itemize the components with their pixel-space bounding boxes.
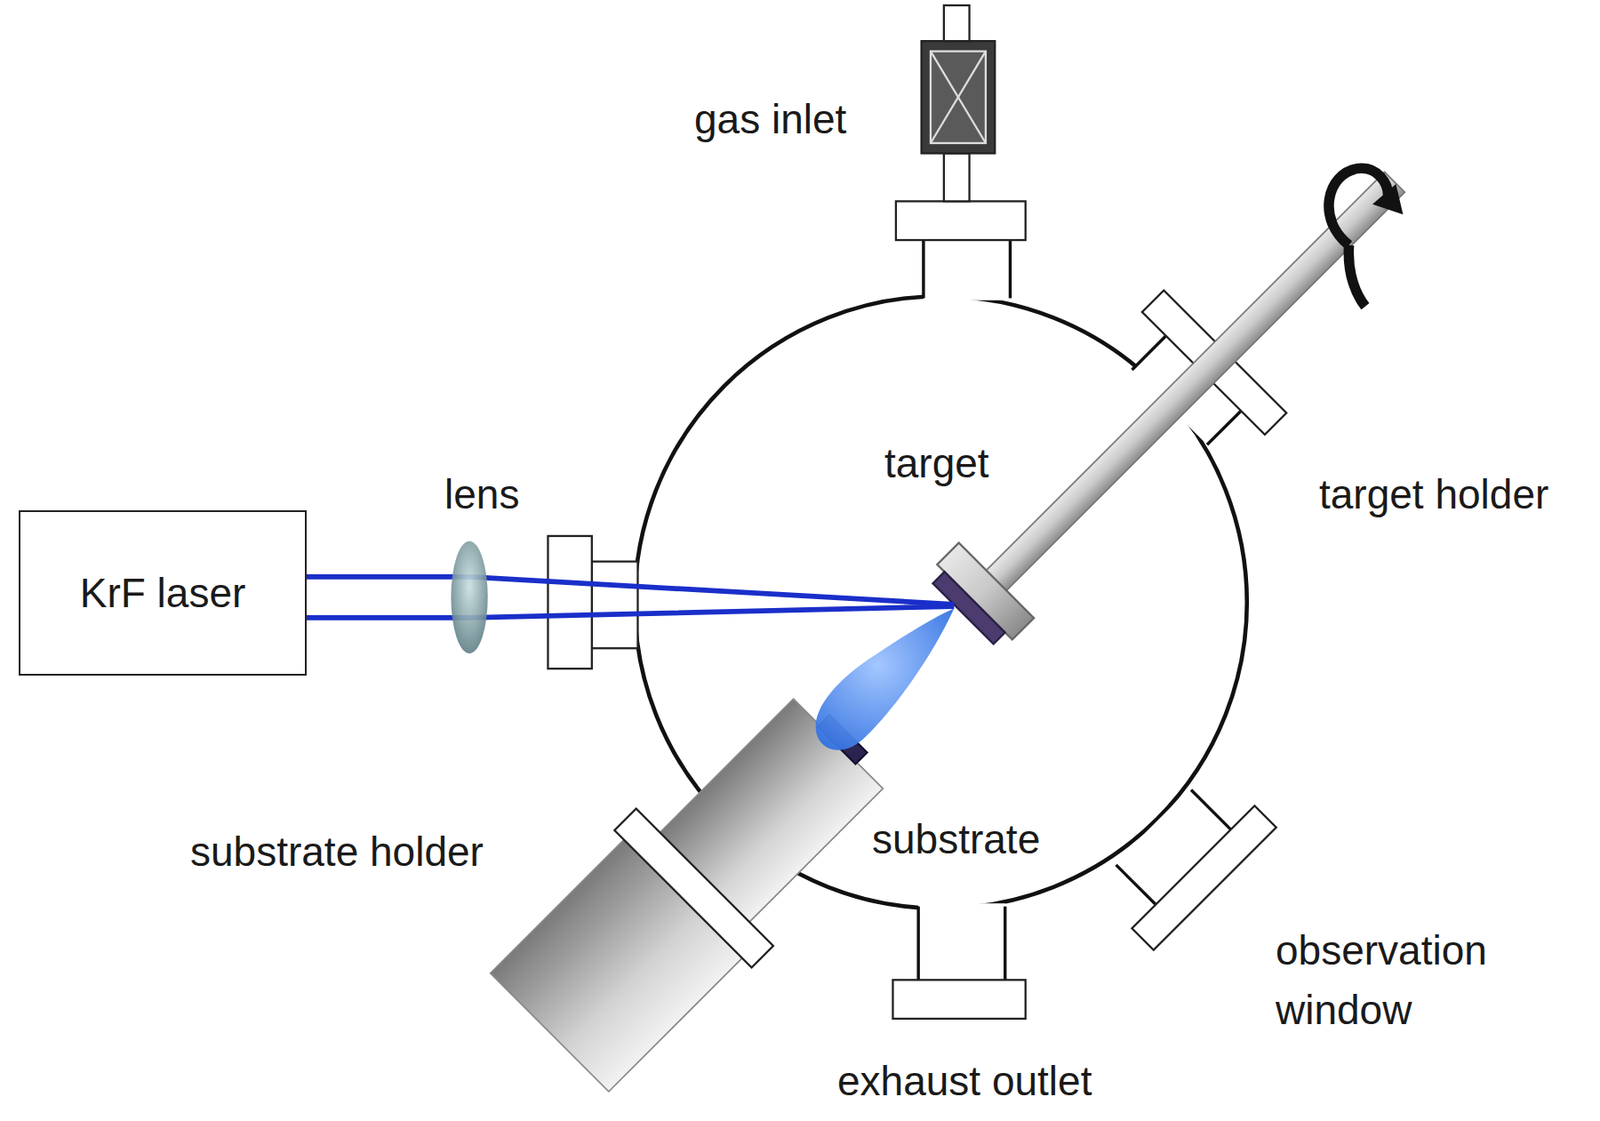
target-holder <box>902 120 1456 675</box>
rotation-arrow <box>1328 168 1403 306</box>
box-label: KrF laser <box>80 568 247 617</box>
part-label: observation window <box>1275 920 1569 1040</box>
part-label: target <box>884 439 990 488</box>
gas-inlet-port <box>896 5 1026 301</box>
laser-box: KrF laser <box>18 510 307 676</box>
part-label: substrate holder <box>190 827 484 877</box>
laser-beam <box>305 576 954 618</box>
plasma-plume <box>816 608 955 750</box>
exhaust-port <box>892 903 1025 1019</box>
observation-window-port <box>1090 764 1277 951</box>
part-label: gas inlet <box>694 95 847 144</box>
focusing-lens <box>450 541 488 654</box>
part-label: lens <box>444 470 520 520</box>
part-label: exhaust outlet <box>837 1056 1092 1106</box>
part-label: substrate <box>872 815 1040 864</box>
laser-window-port <box>547 536 638 669</box>
part-label: target holder <box>1319 470 1549 520</box>
